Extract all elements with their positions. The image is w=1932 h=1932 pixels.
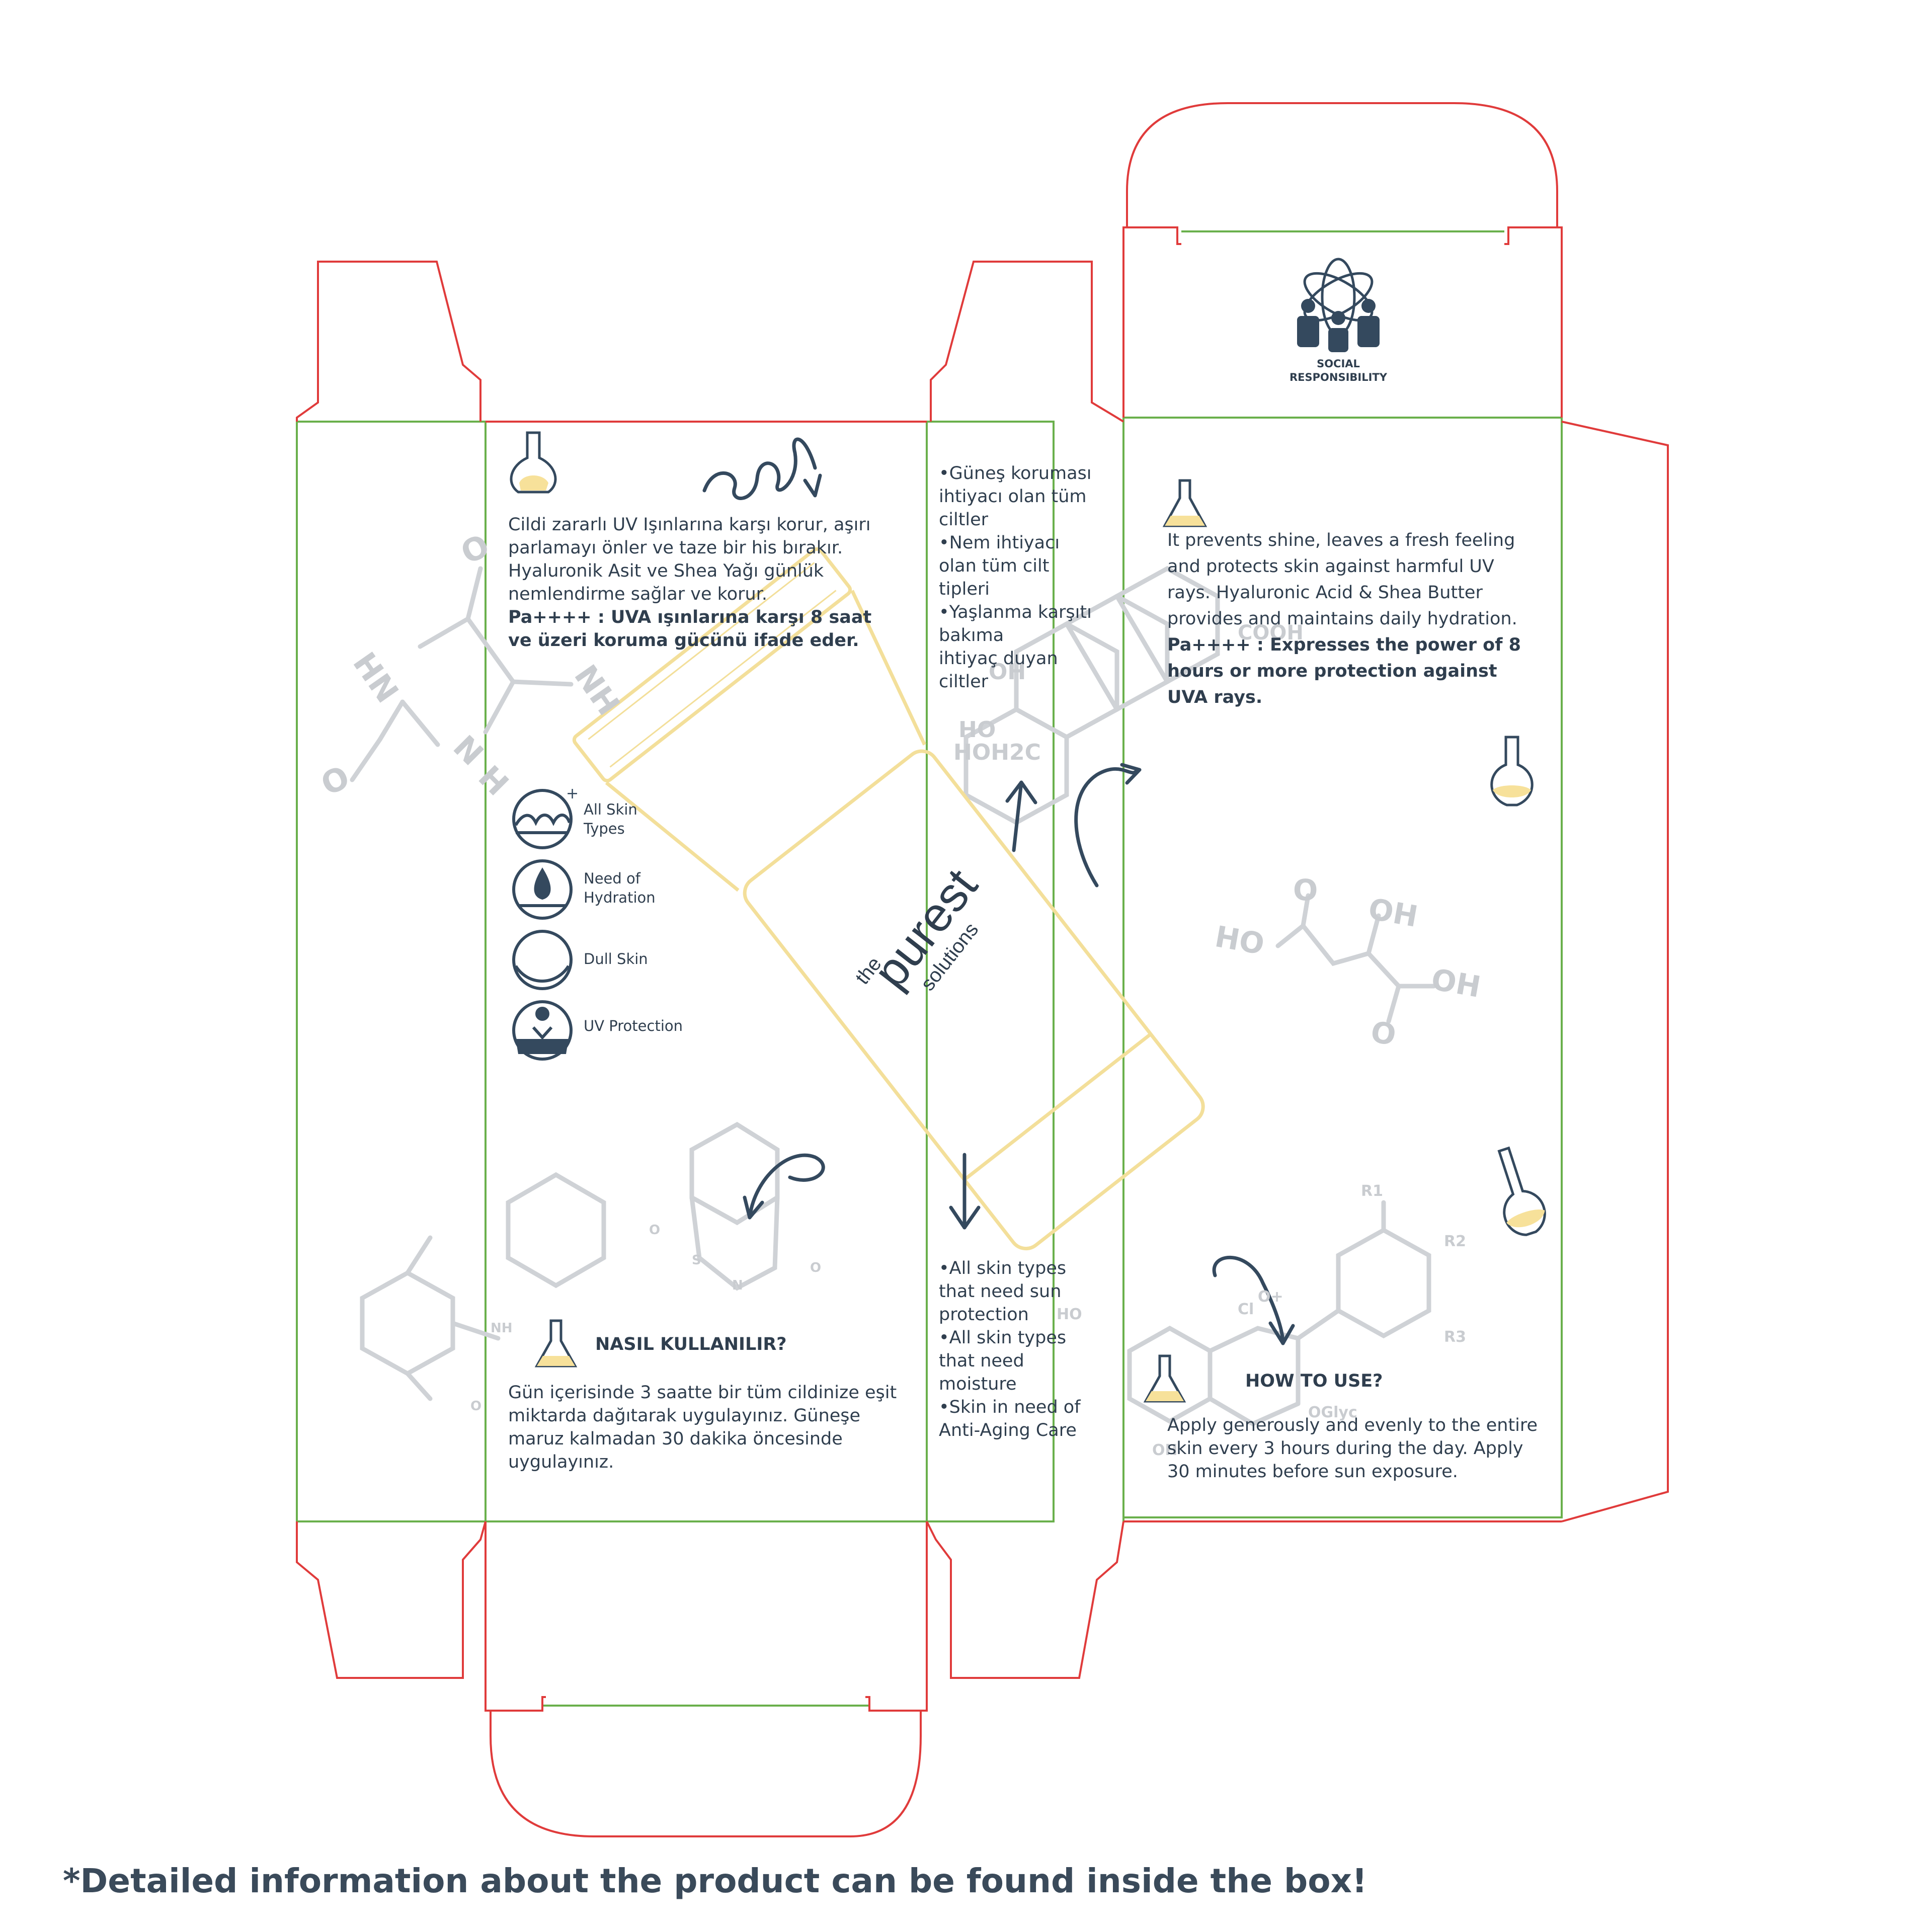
social-responsibility-icon	[1297, 258, 1380, 352]
chem-label-o3: O	[1293, 873, 1318, 907]
svg-text:+: +	[566, 785, 579, 802]
feature-label-hydration: Need of Hydration	[584, 870, 656, 906]
chem-label-bl-s: S	[692, 1253, 701, 1268]
pa-rating-en: Pa++++ : Expresses the power of 8 hours …	[1167, 635, 1521, 707]
usage-heading-en: HOW TO USE?	[1245, 1371, 1383, 1391]
feature-icon-circles: +	[512, 785, 579, 1061]
usage-text-en: Apply generously and evenly to the entir…	[1167, 1415, 1538, 1482]
side-bullets-tr: •Güneş koruması ihtiyacı olan tüm ciltle…	[939, 463, 1092, 692]
flask-icons	[510, 431, 1546, 1403]
chem-label-br-oglyc: OGlyc	[1308, 1404, 1357, 1421]
chem-label-br-r2: R2	[1444, 1233, 1466, 1250]
cut-lines	[296, 102, 1669, 1837]
water-drop-icon	[512, 859, 573, 920]
pa-rating-tr: Pa++++ : UVA ışınlarına karşı 8 saat ve …	[508, 607, 872, 651]
usage-text-tr: Gün içerisinde 3 saatte bir tüm cildiniz…	[508, 1383, 897, 1472]
chem-label-bl-o2: O	[810, 1260, 822, 1275]
usage-heading-tr: NASIL KULLANILIR?	[595, 1334, 787, 1354]
chem-label-br-r1: R1	[1361, 1182, 1383, 1200]
skin-layers-icon: +	[512, 785, 579, 849]
feature-label-all-skin: All Skin Types	[584, 801, 637, 837]
chem-label-hoh2c: HOH2C	[953, 740, 1041, 765]
feature-label-dull-skin: Dull Skin	[584, 950, 648, 968]
chem-label-bl-o3: O	[470, 1399, 482, 1414]
chem-label-cooh: COOH	[1238, 621, 1304, 645]
intro-text-tr: Cildi zararlı UV Işınlarına karşı korur,…	[508, 513, 901, 652]
feature-label-uv: UV Protection	[584, 1017, 683, 1034]
chem-label-br-cl: Cl	[1238, 1301, 1254, 1318]
chem-label-br-o: O+	[1258, 1288, 1283, 1306]
chem-label-bl-nh: NH	[491, 1321, 513, 1336]
chem-label-bl-o1: O	[649, 1223, 661, 1238]
intro-text-en: It prevents shine, leaves a fresh feelin…	[1167, 527, 1540, 710]
intro-paragraph-en: It prevents shine, leaves a fresh feelin…	[1167, 530, 1517, 629]
side-bullets-en: •All skin types that need sun protection…	[939, 1258, 1081, 1440]
chem-label-oh-side: OH	[989, 659, 1026, 685]
social-responsibility-label: SOCIAL RESPONSIBILITY	[1290, 358, 1387, 383]
product-tube-illustration	[572, 547, 1205, 1251]
chem-label-ho: HO	[958, 717, 996, 743]
footer-note: *Detailed information about the product …	[63, 1862, 1367, 1900]
sun-protection-icon	[512, 1000, 573, 1061]
dull-skin-icon	[512, 930, 573, 990]
chem-label-bl-n: N	[732, 1278, 743, 1293]
chem-label-br-oh: OH	[1152, 1441, 1178, 1459]
chem-structures	[350, 566, 1436, 1427]
intro-paragraph-tr: Cildi zararlı UV Işınlarına karşı korur,…	[508, 515, 871, 604]
chem-label-br-ho: HO	[1057, 1306, 1082, 1323]
chem-label-br-r3: R3	[1444, 1328, 1466, 1346]
decorative-arrows	[702, 437, 1295, 1345]
